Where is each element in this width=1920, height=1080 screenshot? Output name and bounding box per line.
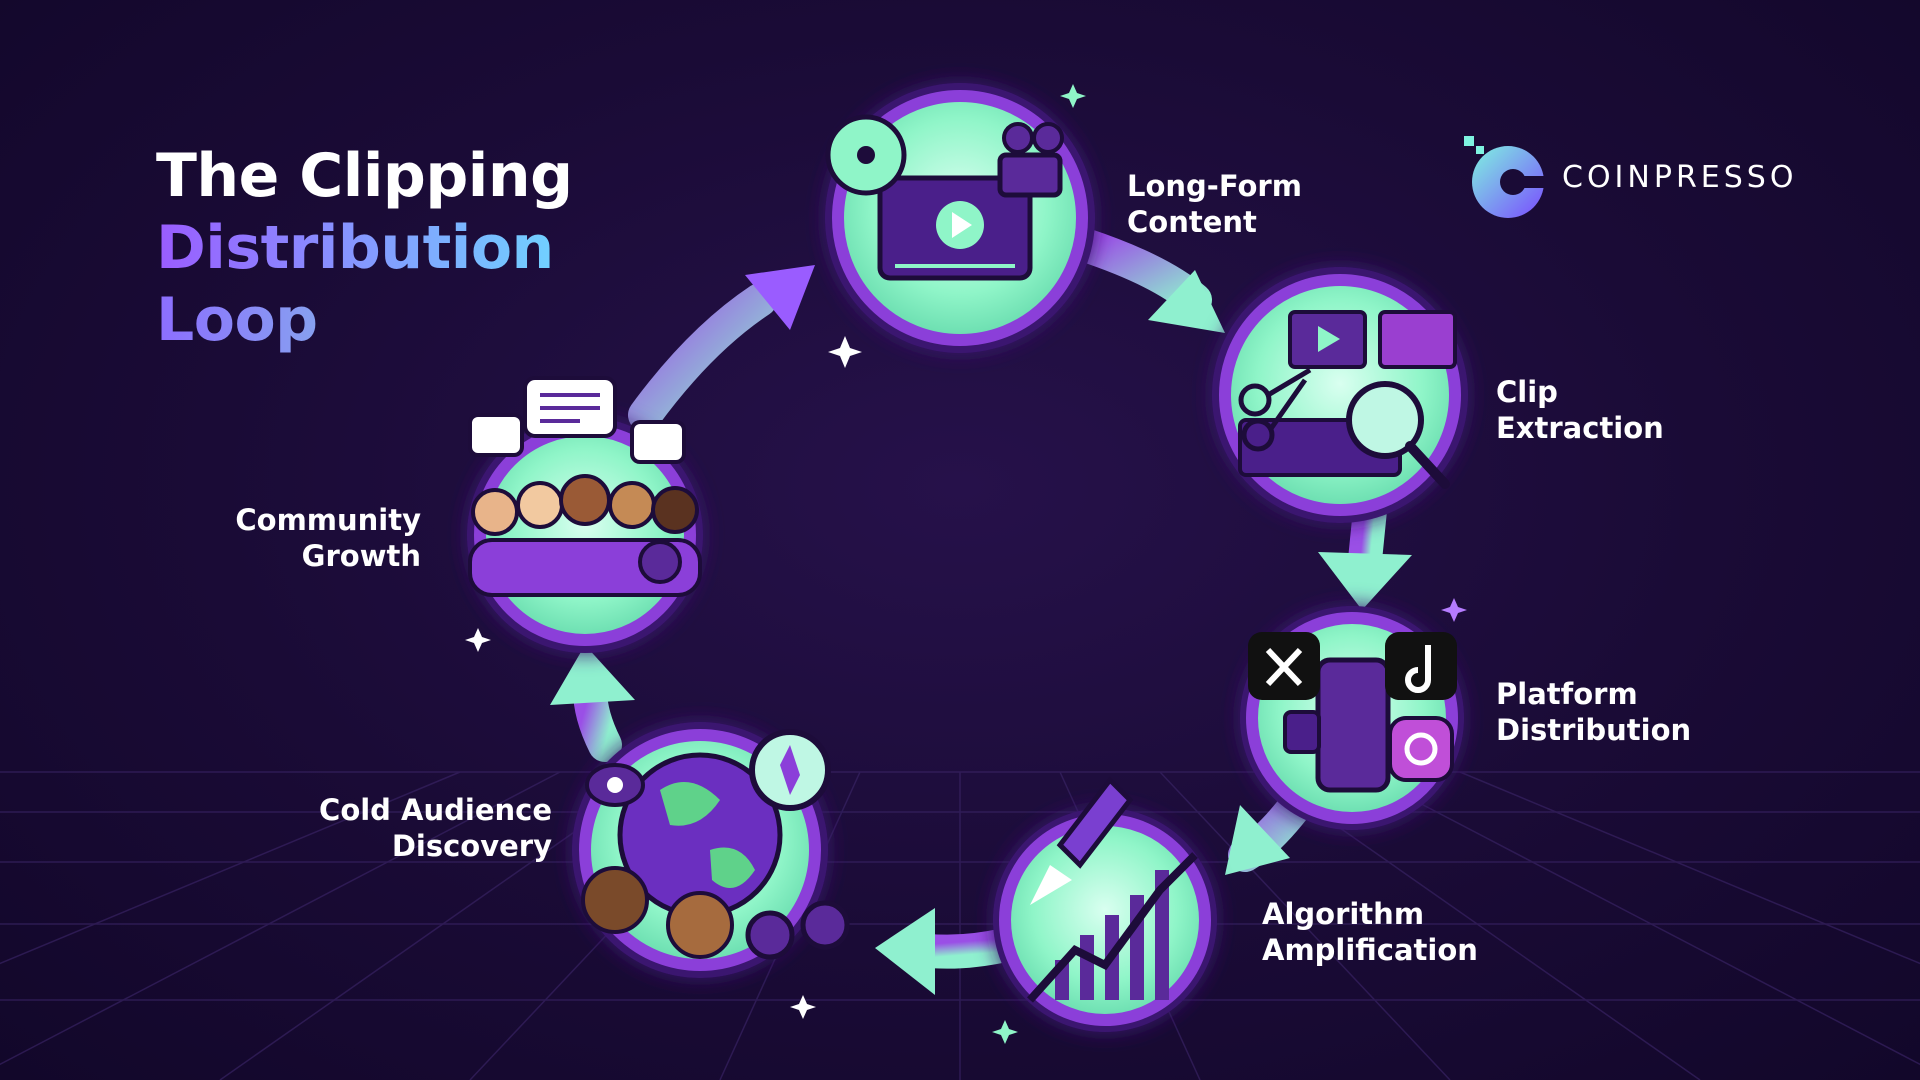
arrow-platform-to-algorithm bbox=[1225, 783, 1317, 875]
arrow-algorithm-to-cold-audience bbox=[875, 908, 1022, 995]
arrow-clip-to-platform bbox=[1318, 493, 1412, 610]
label-cold-audience-discovery: Cold Audience Discovery bbox=[319, 793, 552, 863]
node-algorithm-amplification bbox=[993, 776, 1217, 1032]
arrow-long-form-to-clip bbox=[1068, 228, 1225, 333]
title-line-2: Distribution bbox=[156, 212, 573, 284]
arrow-cold-audience-to-community bbox=[550, 645, 635, 762]
people-chat-icon bbox=[468, 376, 702, 597]
node-community-growth bbox=[467, 376, 703, 653]
arrow-community-to-long-form bbox=[628, 265, 815, 432]
scissors-film-icon bbox=[1238, 310, 1457, 489]
page-title: The Clipping Distribution Loop bbox=[156, 140, 573, 356]
globe-binoculars-icon bbox=[581, 729, 850, 960]
node-clip-extraction bbox=[1212, 267, 1468, 523]
rocket-chart-icon bbox=[1027, 776, 1198, 1003]
node-cold-audience-discovery bbox=[572, 722, 850, 978]
video-play-icon bbox=[825, 114, 1064, 281]
node-platform-distribution bbox=[1240, 606, 1464, 830]
title-line-1: The Clipping bbox=[156, 141, 573, 211]
label-community-growth: Community Growth bbox=[235, 503, 421, 573]
label-platform-distribution: Platform Distribution bbox=[1496, 677, 1692, 747]
node-long-form-content bbox=[825, 83, 1095, 353]
brand-name: COINPRESSO bbox=[1562, 159, 1798, 195]
label-long-form-content: Long-Form Content bbox=[1127, 169, 1302, 239]
coinpresso-logo-icon bbox=[1464, 136, 1547, 218]
label-clip-extraction: Clip Extraction bbox=[1496, 375, 1664, 445]
label-algorithm-amplification: Algorithm Amplification bbox=[1262, 897, 1478, 967]
sparkle-decorations bbox=[465, 84, 1467, 1044]
social-platforms-icon bbox=[1248, 632, 1457, 793]
title-line-3: Loop bbox=[156, 284, 573, 356]
brand-logo: COINPRESSO bbox=[1458, 132, 1797, 222]
